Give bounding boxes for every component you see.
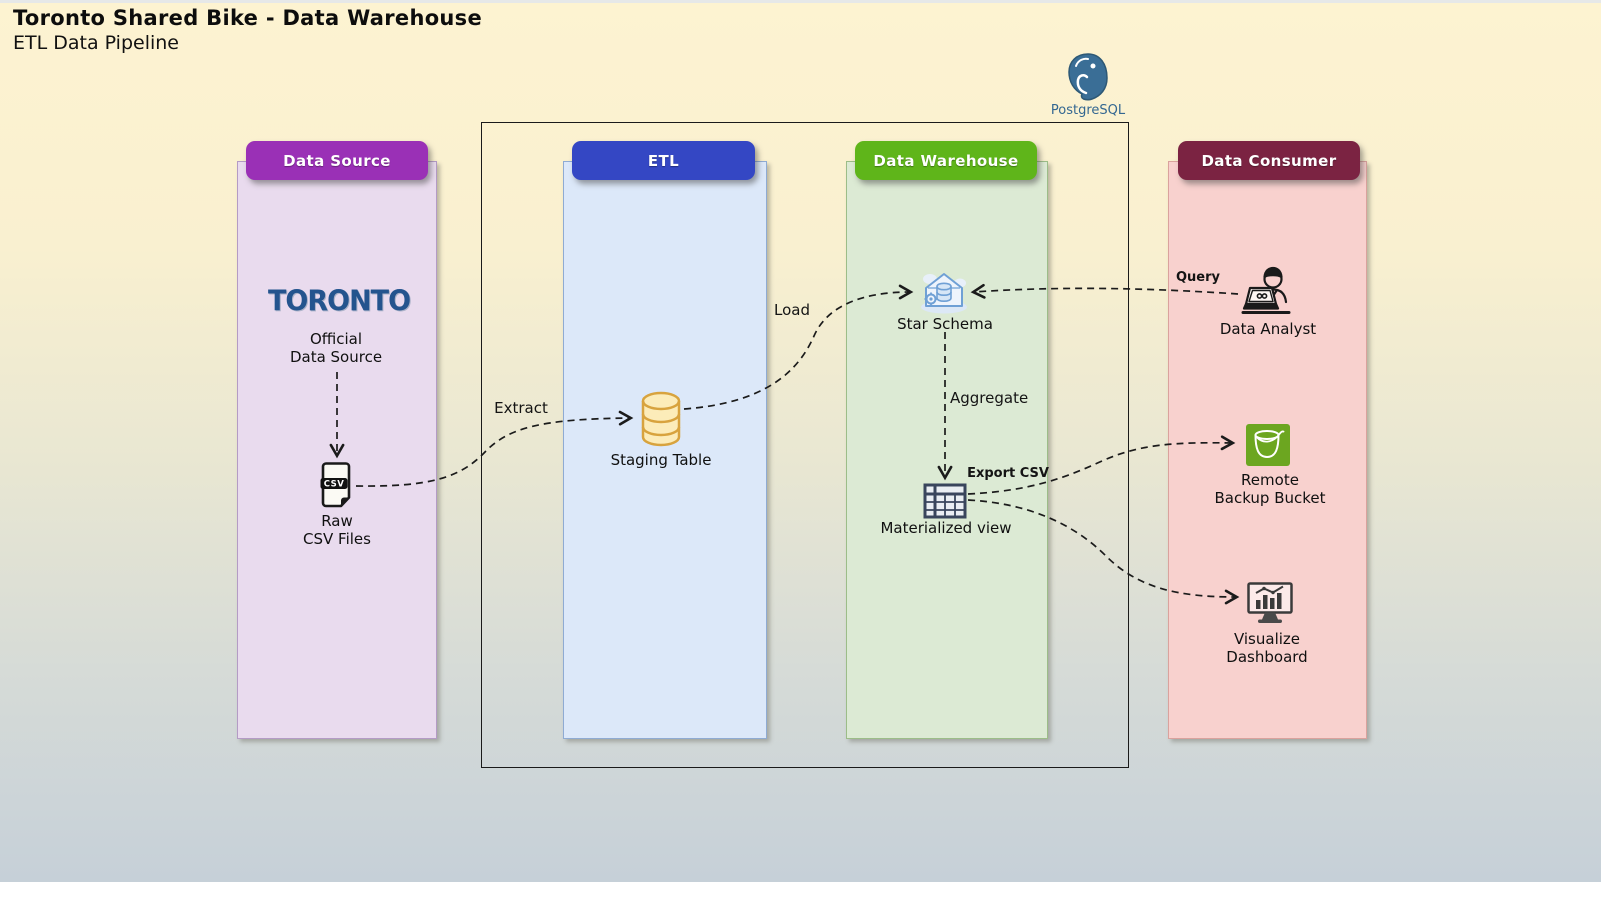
lane-header-label: Data Warehouse (873, 151, 1019, 170)
postgresql-logo-icon (1068, 53, 1108, 101)
postgresql-logo-label: PostgreSQL (1050, 103, 1126, 118)
raw-csv-files-label: Raw CSV Files (303, 512, 371, 548)
csv-badge-label: CSV (324, 480, 345, 490)
lane-header-etl: ETL (572, 141, 755, 180)
lane-header-data-source: Data Source (246, 141, 428, 180)
csv-file-icon: CSV (320, 462, 351, 508)
toronto-wordmark: TORONTO (267, 284, 411, 318)
top-strip (0, 0, 1601, 3)
staging-table-label: Staging Table (610, 451, 712, 469)
diagram-title: Toronto Shared Bike - Data Warehouse (13, 6, 483, 30)
aggregate-edge-label: Aggregate (950, 389, 1029, 407)
lane-header-data-consumer: Data Consumer (1178, 141, 1360, 180)
load-edge-label: Load (774, 301, 810, 319)
star-schema-icon (921, 273, 967, 314)
backup-bucket-label: Remote Backup Bucket (1214, 471, 1326, 507)
lane-header-label: ETL (647, 151, 680, 170)
diagram-subtitle: ETL Data Pipeline (13, 32, 179, 54)
dashboard-monitor-icon (1247, 582, 1293, 623)
toronto-logo: TORONTO (264, 276, 411, 326)
data-analyst-label: Data Analyst (1219, 320, 1317, 338)
lane-data-source (237, 161, 437, 739)
export-csv-edge-label: Export CSV (967, 466, 1049, 481)
staging-table-icon (641, 391, 681, 447)
official-data-source-label: Official Data Source (289, 330, 383, 366)
materialized-view-label: Materialized view (880, 519, 1012, 537)
system-boundary-box (481, 122, 1129, 768)
materialized-view-icon (923, 483, 967, 519)
lane-header-data-warehouse: Data Warehouse (855, 141, 1037, 180)
lane-header-label: Data Consumer (1201, 151, 1337, 170)
data-analyst-icon (1241, 266, 1291, 314)
backup-bucket-icon (1246, 424, 1290, 466)
dashboard-label: Visualize Dashboard (1226, 630, 1308, 666)
query-edge-label: Query (1175, 270, 1221, 285)
lane-header-label: Data Source (283, 151, 391, 170)
extract-edge-label: Extract (494, 399, 548, 417)
star-schema-label: Star Schema (897, 315, 993, 333)
